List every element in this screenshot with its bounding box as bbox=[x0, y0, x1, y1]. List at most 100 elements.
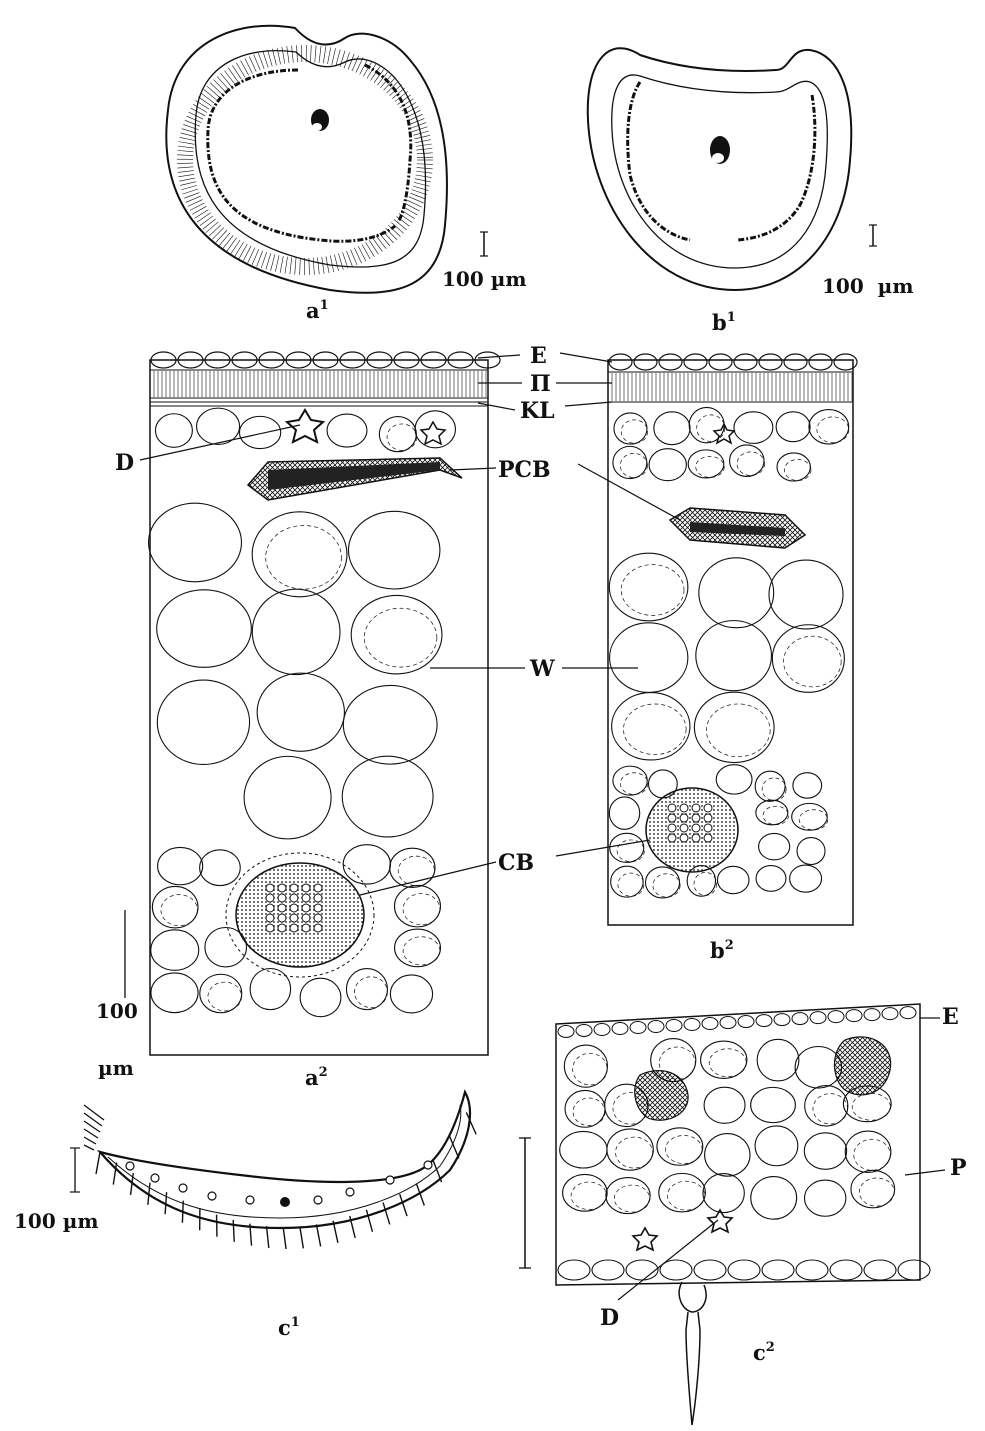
c1-trichome bbox=[84, 1129, 98, 1138]
a2-xylem-vessel bbox=[290, 924, 298, 932]
c1-trichome bbox=[84, 1137, 96, 1144]
b2-xylem-vessel bbox=[704, 814, 712, 822]
c2-epidermis-cell bbox=[684, 1019, 700, 1031]
a2-xylem-vessel bbox=[290, 894, 298, 902]
b2-cell bbox=[797, 838, 825, 865]
a1-hatch-line bbox=[376, 236, 386, 249]
a2-cell bbox=[151, 973, 198, 1013]
a2-cell bbox=[343, 685, 437, 764]
b2-cell-shadow bbox=[784, 459, 811, 480]
c1-vascular-bundle bbox=[346, 1188, 354, 1196]
a1-hatch-line bbox=[192, 206, 206, 214]
a2-druse-crystal-2 bbox=[421, 422, 445, 444]
a2-druse-crystal-1 bbox=[287, 410, 323, 442]
b2-xylem-vessel bbox=[692, 834, 700, 842]
b2-cell bbox=[734, 412, 773, 444]
b2-xylem-vessel bbox=[680, 834, 688, 842]
c2-cell bbox=[657, 1128, 703, 1165]
a1-hatch-line bbox=[197, 213, 210, 222]
b2-cell bbox=[689, 407, 724, 442]
c2-epidermis-cell bbox=[810, 1012, 826, 1024]
b1-vascular-arc-left bbox=[628, 82, 690, 240]
c1-trichome bbox=[84, 1113, 102, 1126]
a1-hatch-line bbox=[195, 210, 209, 219]
c2-epidermis-cell bbox=[666, 1020, 682, 1032]
a2-cell bbox=[200, 974, 242, 1012]
c2-lower-epidermis-cell bbox=[694, 1260, 726, 1280]
a2-xylem-vessel bbox=[290, 914, 298, 922]
a2-xylem-vessel bbox=[302, 894, 310, 902]
a1-hatch-line bbox=[271, 254, 275, 270]
c2-druse-crystal-1 bbox=[633, 1228, 657, 1250]
c2-cell bbox=[851, 1170, 895, 1208]
a1-hatch-line bbox=[178, 146, 194, 148]
c2-trichome bbox=[679, 1282, 706, 1425]
a2-xylem-vessel bbox=[266, 894, 274, 902]
a1-hatch-line bbox=[275, 255, 279, 272]
a2-xylem-vessel bbox=[266, 884, 274, 892]
leader-D-c2 bbox=[618, 1220, 718, 1300]
b2-cell bbox=[610, 833, 644, 862]
a1-hatch-line bbox=[415, 179, 431, 182]
c2-epidermis-cell bbox=[558, 1025, 574, 1037]
a1-hatch-line bbox=[183, 124, 198, 129]
c2-epidermis-cell bbox=[720, 1017, 736, 1029]
b2-xylem-vessel bbox=[668, 824, 676, 832]
a1-hatch-line bbox=[224, 71, 234, 84]
a2-cell bbox=[200, 850, 241, 886]
a1-hatch-line bbox=[190, 203, 204, 210]
c2-epidermis-cell bbox=[612, 1022, 628, 1034]
a1-hatch-line bbox=[181, 185, 196, 189]
section-b2: b2 bbox=[608, 354, 857, 963]
a2-xylem-vessel bbox=[314, 904, 322, 912]
b2-cell bbox=[614, 413, 647, 444]
a1-hatch-line bbox=[214, 80, 225, 92]
a2-cell bbox=[158, 847, 203, 884]
c2-lower-epidermis-cell bbox=[796, 1260, 828, 1280]
a1-hatch-line bbox=[379, 233, 390, 246]
c1-outline bbox=[100, 1092, 470, 1228]
b2-cell-shadow bbox=[694, 872, 717, 895]
b2-panel-label: b2 bbox=[710, 938, 734, 963]
b2-xylem-vessel bbox=[668, 814, 676, 822]
c2-cell bbox=[757, 1039, 799, 1081]
a1-hatch-line bbox=[340, 51, 345, 67]
b1-central-bundle-highlight bbox=[712, 153, 724, 163]
c1-trichome bbox=[267, 1226, 269, 1248]
c1-panel-label: c1 bbox=[278, 1315, 300, 1340]
a2-xylem-vessel bbox=[278, 924, 286, 932]
c2-cell bbox=[560, 1131, 607, 1168]
a2-cell-shadow bbox=[364, 608, 437, 667]
b2-cell bbox=[699, 558, 774, 628]
c2-lower-epidermis-cell bbox=[864, 1260, 896, 1280]
b2-cell-shadow bbox=[653, 874, 680, 897]
c2-epidermis-cell bbox=[702, 1018, 718, 1030]
a1-hatch-line bbox=[232, 65, 241, 79]
a1-hatch-line bbox=[394, 220, 407, 230]
c2-epidermis-cell bbox=[882, 1008, 898, 1020]
a2-xylem-vessel bbox=[302, 884, 310, 892]
b2-cell-shadow bbox=[623, 704, 686, 755]
c2-epidermis-cell bbox=[792, 1013, 808, 1025]
b2-epidermis-cell bbox=[609, 354, 632, 370]
b2-cell-shadow bbox=[817, 417, 849, 443]
leader-KL-b2 bbox=[565, 402, 612, 406]
a1-hatch-line bbox=[416, 171, 432, 173]
c2-epidermis-cell bbox=[774, 1014, 790, 1026]
a1-hatch-line bbox=[177, 167, 193, 168]
a1-hatch-line bbox=[180, 182, 196, 186]
b2-cell bbox=[609, 797, 639, 829]
c2-bundle-left bbox=[635, 1071, 688, 1121]
a1-hatch-line bbox=[179, 142, 195, 145]
a1-hatch-line bbox=[317, 257, 319, 274]
b2-cell bbox=[611, 866, 643, 897]
a2-xylem-vessel bbox=[314, 924, 322, 932]
b2-xylem-vessel bbox=[692, 804, 700, 812]
c2-epidermis-cell bbox=[630, 1021, 646, 1033]
b2-cell bbox=[756, 866, 786, 892]
a1-hatch-line bbox=[217, 76, 228, 88]
b2-cell bbox=[716, 765, 752, 794]
c2-lower-epidermis-cell bbox=[898, 1260, 930, 1280]
a1-hatch-line bbox=[263, 51, 268, 67]
